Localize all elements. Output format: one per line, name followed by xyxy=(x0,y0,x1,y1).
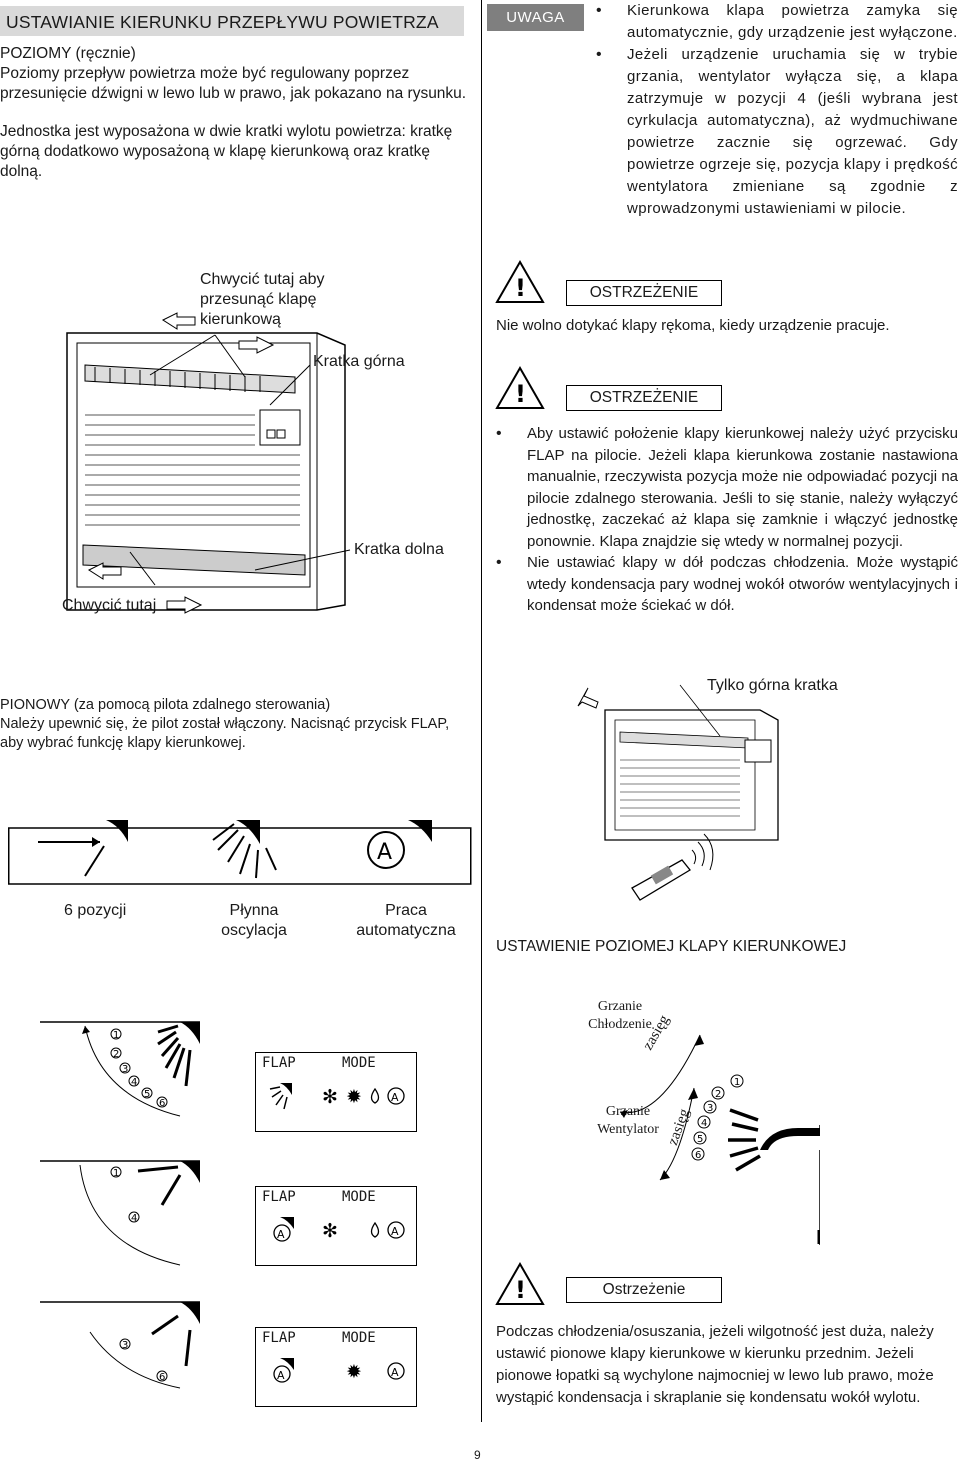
positions-diagram-3-6: 3 6 xyxy=(40,1301,200,1389)
svg-text:2: 2 xyxy=(715,1089,721,1100)
unit-figure xyxy=(66,312,351,614)
flap-label: FLAP xyxy=(262,1330,296,1346)
svg-text:!: ! xyxy=(515,274,526,302)
label-upper-grille: Kratka górna xyxy=(313,353,405,370)
section-title: USTAWIANIE KIERUNKU PRZEPŁYWU POWIETRZA xyxy=(6,12,439,32)
warning-triangle-icon: ! xyxy=(495,1262,545,1305)
warning-triangle-icon: ! xyxy=(495,366,545,409)
svg-text:5: 5 xyxy=(697,1134,703,1145)
remote-panel-icons: A ✹ A xyxy=(273,1358,405,1383)
svg-text:3: 3 xyxy=(122,1064,128,1075)
svg-text:4: 4 xyxy=(131,1213,137,1224)
final-text: Podczas chłodzenia/osuszania, jeżeli wil… xyxy=(496,1323,934,1406)
svg-text:4: 4 xyxy=(131,1077,137,1088)
swing-icon xyxy=(212,820,277,879)
note-item: Jeżeli urządzenie uruchamia się w trybie… xyxy=(596,44,958,220)
svg-text:1: 1 xyxy=(734,1077,740,1088)
warning-text-1: Nie wolno dotykać klapy rękoma, kiedy ur… xyxy=(496,317,890,334)
label-grab-here: Chwycić tutaj xyxy=(62,597,157,614)
mode-swing: Płynna oscylacja xyxy=(221,902,287,939)
flap-label: FLAP xyxy=(262,1189,296,1205)
auto-icon: A xyxy=(367,820,432,869)
mode-label: MODE xyxy=(342,1189,376,1205)
svg-text:A: A xyxy=(391,1225,399,1238)
svg-text:A: A xyxy=(391,1366,399,1379)
svg-text:!: ! xyxy=(515,380,526,408)
remote-panel-icons: A ✻ A xyxy=(273,1217,405,1242)
svg-text:3: 3 xyxy=(707,1103,713,1114)
mode-six-positions: 6 pozycji xyxy=(64,902,127,919)
mode-label: MODE xyxy=(342,1055,376,1071)
upper-grille-figure xyxy=(577,684,779,901)
label-grab-flap: Chwycić tutaj aby przesunąć klapę kierun… xyxy=(200,271,325,328)
mode-label: MODE xyxy=(342,1330,376,1346)
warning-label-box: OSTRZEŻENIE xyxy=(566,385,722,411)
svg-text:1: 1 xyxy=(113,1030,119,1041)
vertical-text: Należy upewnić się, że pilot został włąc… xyxy=(0,716,450,751)
svg-text:1: 1 xyxy=(113,1168,119,1179)
label-heat-fan: Grzanie Wentylator xyxy=(597,1104,659,1137)
svg-text:6: 6 xyxy=(159,1098,165,1109)
vertical-heading: PIONOWY (za pomocą pilota zdalnego stero… xyxy=(0,697,331,713)
svg-text:6: 6 xyxy=(695,1150,701,1161)
svg-text:✹: ✹ xyxy=(346,1361,362,1383)
svg-text:A: A xyxy=(391,1091,399,1104)
horizontal-flap-heading: USTAWIENIE POZIOMEJ KLAPY KIERUNKOWEJ xyxy=(496,938,847,955)
warning-triangle-icon: ! xyxy=(495,260,545,303)
svg-text:2: 2 xyxy=(113,1049,119,1060)
svg-text:A: A xyxy=(377,840,392,865)
uwaga-badge: UWAGA xyxy=(487,4,584,31)
flap-label: FLAP xyxy=(262,1055,296,1071)
svg-text:3: 3 xyxy=(122,1340,128,1351)
notes-list: Kierunkowa klapa powietrza zamyka się au… xyxy=(596,0,958,220)
note-item: Kierunkowa klapa powietrza zamyka się au… xyxy=(596,0,958,44)
positions-diagram-6: 1 2 3 4 5 6 xyxy=(40,1021,200,1117)
mode-auto: Praca automatyczna xyxy=(356,902,456,939)
svg-text:6: 6 xyxy=(159,1372,165,1383)
grilles-text: Jednostka jest wyposażona w dwie kratki … xyxy=(0,123,453,180)
label-heat-cool: Grzanie Chłodzenie xyxy=(588,999,652,1032)
column-divider xyxy=(481,0,482,1422)
svg-text:✹: ✹ xyxy=(346,1086,362,1108)
small-warning-label-box: Ostrzeżenie xyxy=(566,1277,722,1303)
svg-text:4: 4 xyxy=(701,1118,707,1129)
label-upper-only: Tylko górna kratka xyxy=(707,677,838,694)
positions-diagram-1-4: 1 4 xyxy=(40,1160,200,1266)
remote-panel-6: FLAP MODE ✻ ✹ A xyxy=(255,1052,417,1132)
remote-panel-1-4: FLAP MODE A ✻ A xyxy=(255,1186,417,1266)
svg-text:5: 5 xyxy=(144,1089,150,1100)
six-positions-icon xyxy=(38,820,128,877)
remote-panel-3-6: FLAP MODE A ✹ A xyxy=(255,1327,417,1407)
svg-text:✻: ✻ xyxy=(322,1220,338,1242)
svg-text:!: ! xyxy=(515,1276,526,1304)
horizontal-text: Poziomy przepływ powietrza może być regu… xyxy=(0,65,467,102)
warning-list: Aby ustawić położenie klapy kierunkowej … xyxy=(496,423,958,617)
svg-text:✻: ✻ xyxy=(322,1086,338,1108)
svg-text:A: A xyxy=(277,1369,285,1382)
vertical-section: PIONOWY (za pomocą pilota zdalnego stero… xyxy=(0,696,470,753)
warning-label-box: OSTRZEŻENIE xyxy=(566,280,722,306)
label-lower-grille: Kratka dolna xyxy=(354,541,444,558)
section-title-bar: USTAWIANIE KIERUNKU PRZEPŁYWU POWIETRZA xyxy=(0,6,464,36)
horizontal-section: POZIOMY (ręcznie) Poziomy przepływ powie… xyxy=(0,44,470,182)
svg-text:A: A xyxy=(277,1228,285,1241)
warning-item: Aby ustawić położenie klapy kierunkowej … xyxy=(496,423,958,552)
horizontal-flap-diagram: 1 2 3 4 5 6 xyxy=(619,1034,820,1245)
remote-panel-icons: ✻ ✹ A xyxy=(269,1083,405,1110)
horizontal-heading: POZIOMY (ręcznie) xyxy=(0,45,136,62)
warning-item: Nie ustawiać klapy w dół podczas chłodze… xyxy=(496,552,958,617)
page-number: 9 xyxy=(474,1448,481,1462)
flap-mode-strip: A xyxy=(8,820,472,885)
